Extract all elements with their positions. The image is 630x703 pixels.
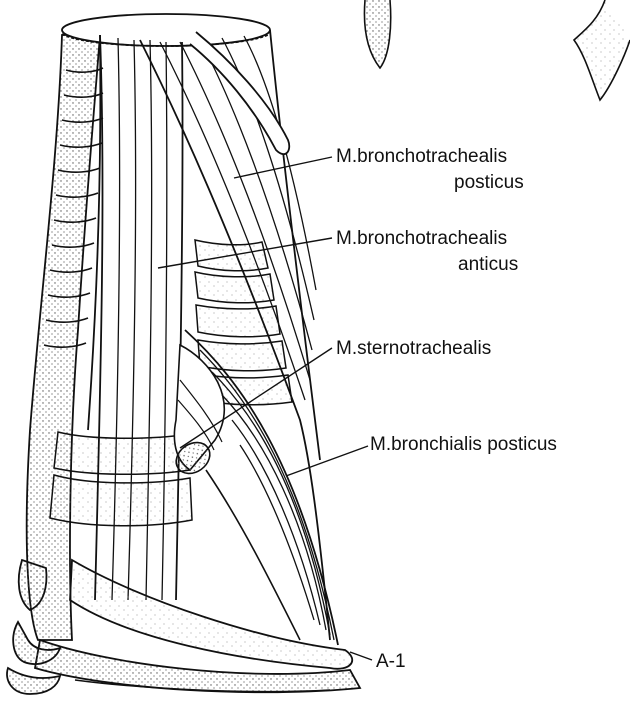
label-bronchotrachealis-posticus-line2: posticus [454,172,524,193]
label-bronchotrachealis-anticus-line1: M.bronchotrachealis [336,228,507,249]
label-bronchotrachealis-anticus-line2: anticus [458,254,518,275]
label-bronchialis-posticus: M.bronchialis posticus [370,434,557,455]
inner-cartilage [50,240,292,526]
label-a1: A-1 [376,651,406,672]
label-bronchotrachealis-posticus-line1: M.bronchotrachealis [336,146,507,167]
label-sternotrachealis: M.sternotrachealis [336,338,491,359]
top-fragments [364,0,630,100]
labels: M.bronchotrachealis posticus M.bronchotr… [336,146,557,672]
